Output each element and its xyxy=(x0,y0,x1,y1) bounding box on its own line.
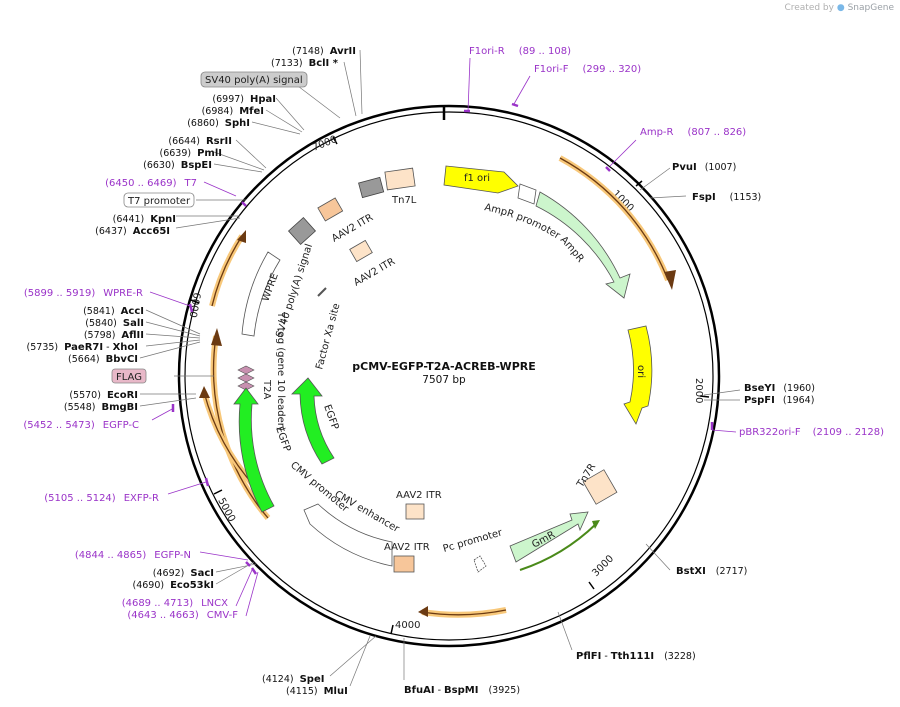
factor-xa-label: Factor Xa site xyxy=(314,302,342,371)
site-bcli: (7133)BclI * xyxy=(271,58,339,69)
tick-4000: 4000 xyxy=(395,620,420,631)
pc-promoter-label: Pc promoter xyxy=(442,527,505,555)
primer-t7: (6450 .. 6469)T7 xyxy=(105,178,197,189)
feature-ampr-promoter xyxy=(517,183,537,205)
site-rsrii: (6644)RsrII xyxy=(168,136,232,147)
feature-flag-arrows xyxy=(237,365,255,391)
site-aflii: (5798)AflII xyxy=(84,330,144,341)
site-paer7i-xhoi: (5735)PaeR7I - XhoI xyxy=(27,342,138,353)
site-acci: (5841)AccI xyxy=(83,306,144,317)
site-bstxi: BstXI(2717) xyxy=(676,566,747,577)
left-primers: (4689 .. 4713)LNCX (4643 .. 4663)CMV-F (… xyxy=(23,178,238,621)
egfp-1-label: EGFP xyxy=(273,425,292,453)
site-bbvci: (5664)BbvCI xyxy=(68,354,138,365)
svg-text:SV40 poly(A) signal: SV40 poly(A) signal xyxy=(205,75,303,86)
primer-f1ori-f: F1ori-F(299 .. 320) xyxy=(534,64,641,75)
feature-tn7r xyxy=(582,469,618,505)
site-pspfi: PspFI(1964) xyxy=(744,395,814,406)
feature-factor-xa xyxy=(317,287,327,297)
feature-gmr xyxy=(509,511,589,563)
primer-amp-r: Amp-R(807 .. 826) xyxy=(640,127,746,138)
snapgene-logo-icon: ● xyxy=(836,3,845,13)
site-spei: (4124)SpeI xyxy=(262,674,324,685)
primer-exfp-r: (5105 .. 5124)EXFP-R xyxy=(44,493,159,504)
aav2-itr-2-label: AAV2 ITR xyxy=(352,256,397,288)
tn7l-label: Tn7L xyxy=(391,195,417,206)
site-hpai: (6997)HpaI xyxy=(212,94,276,105)
aav2-itr-4-label: AAV2 ITR xyxy=(384,542,430,553)
svg-text:T7 promoter: T7 promoter xyxy=(127,196,191,207)
primer-f1ori-r: F1ori-R(89 .. 108) xyxy=(469,46,571,57)
snapgene-credit: Created by ● SnapGene xyxy=(784,3,894,13)
t7-promoter-box: T7 promoter xyxy=(123,192,195,208)
tick-3000: 3000 xyxy=(590,553,616,579)
credit-prefix: Created by xyxy=(784,3,834,13)
site-avrii: (7148)AvrII xyxy=(292,46,356,57)
plasmid-length: 7507 bp xyxy=(422,374,466,386)
f1-ori-label: f1 ori xyxy=(464,173,490,184)
aav2-itr-1-label: AAV2 ITR xyxy=(330,212,375,244)
orf-arcs xyxy=(199,155,676,618)
tick-7000: 7000 xyxy=(311,134,339,154)
tick-2000: 2000 xyxy=(693,378,704,403)
feature-f1-ori: f1 ori xyxy=(443,165,519,194)
ori-label: ori xyxy=(635,365,646,378)
feature-aav2-itr-4 xyxy=(393,555,415,573)
feature-wpre xyxy=(241,251,281,337)
aav2-itr-3-label: AAV2 ITR xyxy=(396,490,442,501)
primer-egfp-c: (5452 .. 5473)EGFP-C xyxy=(23,420,139,431)
feature-tn7l xyxy=(384,167,416,191)
svg-text:FLAG: FLAG xyxy=(116,372,142,383)
primer-lncx: (4689 .. 4713)LNCX xyxy=(122,598,228,609)
primer-cmv-f: (4643 .. 4663)CMV-F xyxy=(127,610,238,621)
feature-aav2-itr-2 xyxy=(349,239,373,263)
site-bfuai-bspmi: BfuAI - BspMI(3925) xyxy=(404,685,520,696)
primer-egfp-n: (4844 .. 4865)EGFP-N xyxy=(75,550,191,561)
site-pflfi-tth111i: PflFI - Tth111I(3228) xyxy=(576,651,696,662)
site-eco53ki: (4690)Eco53kI xyxy=(132,580,214,591)
sv40-box: SV40 poly(A) signal xyxy=(200,71,308,88)
plasmid-name: pCMV-EGFP-T2A-ACREB-WPRE xyxy=(352,360,536,373)
tick-6000: 6000 xyxy=(187,291,202,318)
site-saci: (4692)SacI xyxy=(153,568,214,579)
primer-pbr322ori-f: pBR322ori-F(2109 .. 2128) xyxy=(739,427,884,438)
t2a-label: T2A xyxy=(261,379,272,399)
site-bspei: (6630)BspEI xyxy=(143,160,212,171)
feature-egfp-1 xyxy=(233,387,275,513)
t7-tag-label: T7 tag (gene 10 leader) xyxy=(275,311,286,431)
feature-ori: ori xyxy=(623,325,653,425)
site-mfei: (6984)MfeI xyxy=(202,106,264,117)
site-pvui: PvuI(1007) xyxy=(672,162,736,173)
site-bmgbi: (5548)BmgBI xyxy=(64,402,138,413)
site-pmli: (6639)PmlI xyxy=(160,148,223,159)
site-acc65i: (6437)Acc65I xyxy=(95,226,170,237)
left-sites: (4692)SacI (4690)Eco53kI (5570)EcoRI (55… xyxy=(27,46,356,591)
egfp-2-label: EGFP xyxy=(321,403,340,431)
site-mlui: (4115)MluI xyxy=(286,686,348,697)
feature-itr-marker-1 xyxy=(358,176,385,199)
feature-ampr xyxy=(535,191,631,299)
primer-leaders xyxy=(149,57,737,617)
site-fspi: FspI(1153) xyxy=(692,192,761,203)
site-bseyi: BseYI(1960) xyxy=(744,383,815,394)
feature-aav2-itr-1 xyxy=(317,197,344,222)
tick-marks xyxy=(190,136,710,635)
feature-sv40-gray xyxy=(287,217,317,245)
flag-box: FLAG xyxy=(111,368,147,384)
ampr-label: AmpR xyxy=(558,234,586,264)
site-ecori: (5570)EcoRI xyxy=(69,390,138,401)
site-sphi: (6860)SphI xyxy=(187,118,250,129)
feature-egfp-2 xyxy=(291,377,335,465)
feature-aav2-itr-3 xyxy=(405,503,425,520)
feature-cmv-enhancer xyxy=(303,503,393,567)
site-kpni: (6441)KpnI xyxy=(113,214,176,225)
site-sali: (5840)SalI xyxy=(85,318,144,329)
tick-5000: 5000 xyxy=(215,496,237,524)
feature-pc-promoter xyxy=(473,555,487,573)
credit-brand: SnapGene xyxy=(847,3,894,13)
primer-marks xyxy=(171,102,714,575)
primer-wpre-r: (5899 .. 5919)WPRE-R xyxy=(24,288,143,299)
